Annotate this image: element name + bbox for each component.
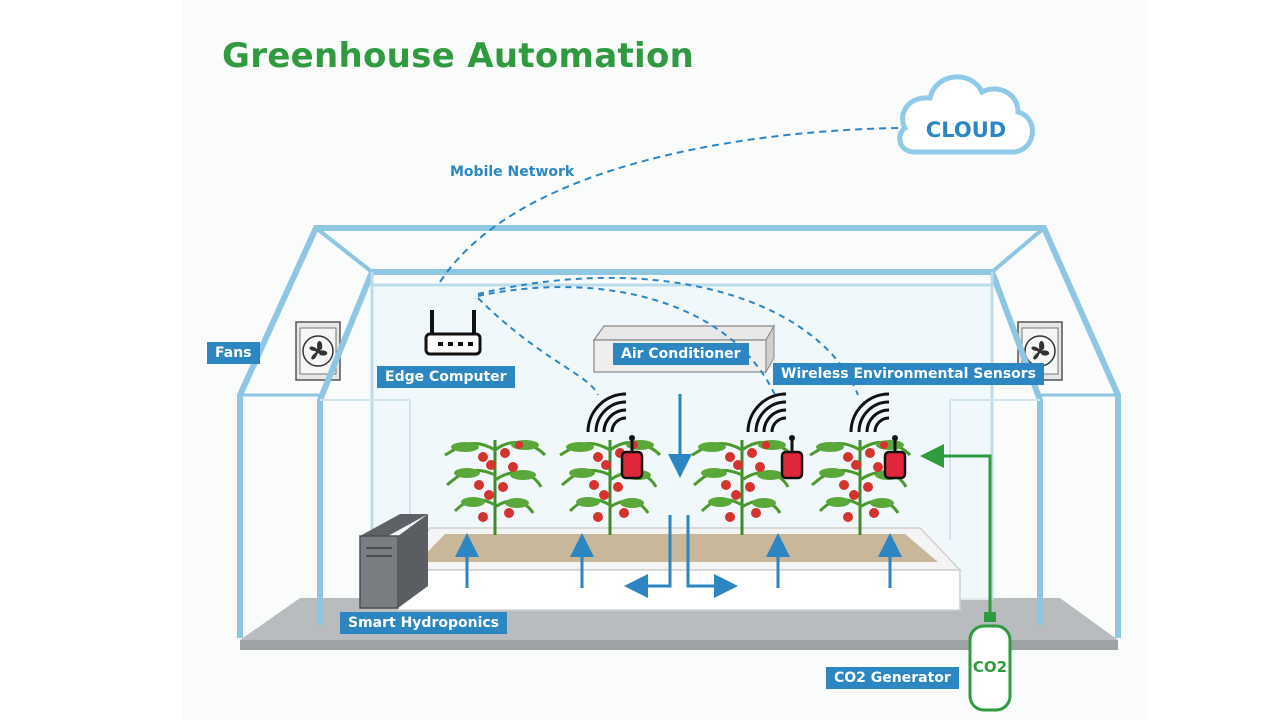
wireless-sensors-label: Wireless Environmental Sensors (773, 363, 1045, 385)
smart-hydroponics-label: Smart Hydroponics (340, 612, 508, 634)
greenhouse-frame-front (317, 269, 1043, 625)
page-title: Greenhouse Automation (222, 36, 695, 76)
mobile-network-label: Mobile Network (450, 164, 575, 180)
co2-supply-line (920, 444, 992, 622)
mobile-network-link (439, 127, 901, 283)
co2-tank-icon: CO2 (968, 612, 1012, 712)
co2-tank-label: CO2 (973, 658, 1007, 676)
cloud-icon (897, 74, 1035, 155)
edge-computer-label: Edge Computer (377, 366, 515, 388)
co2-generator-label: CO2 Generator (826, 667, 959, 689)
air-conditioner-label: Air Conditioner (613, 343, 749, 365)
fans-label: Fans (207, 342, 260, 364)
greenhouse-frame-back (237, 225, 1121, 638)
hydroponics-unit-icon (359, 535, 399, 609)
cloud-label: CLOUD (926, 118, 1006, 142)
router-icon (424, 310, 482, 356)
